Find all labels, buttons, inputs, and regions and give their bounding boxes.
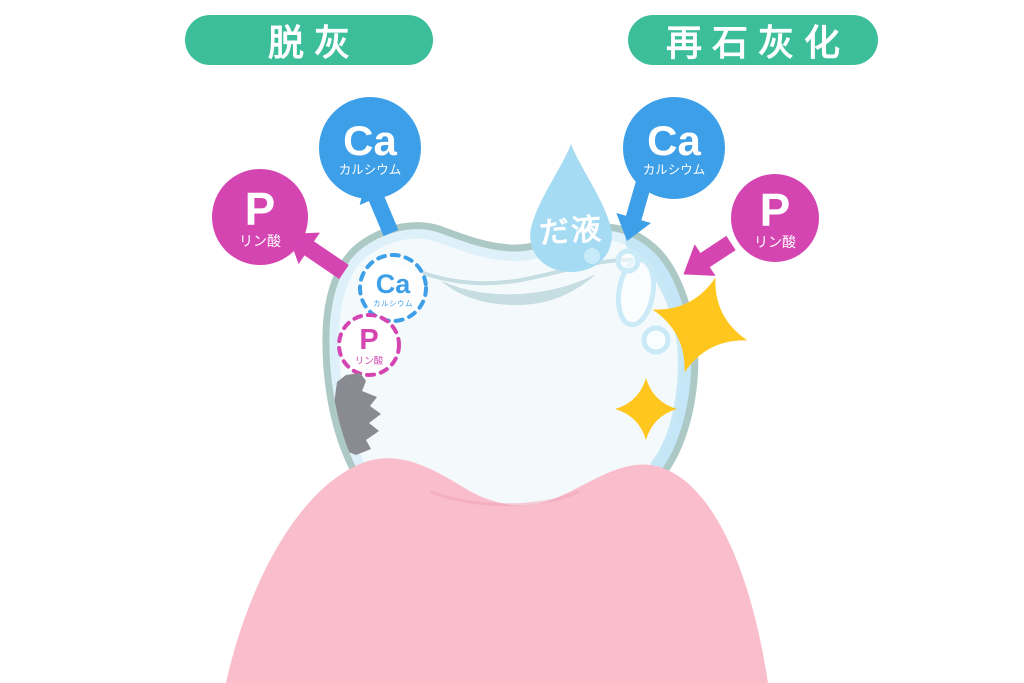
cavity-spot [334,373,381,455]
calcium-symbol: Ca [647,116,701,164]
phosphate-in-arrow [683,235,736,276]
calcium-symbol: Ca [343,116,397,164]
demineralization-badge: 脱灰 [185,15,433,65]
calcium-name: カルシウム [373,298,413,308]
phosphate-circle-left: P リン酸 [212,169,308,265]
shine-bubbles-icon [615,248,671,355]
saliva-label: だ液 [538,212,605,251]
calcium-dashed-label: Ca カルシウム [360,266,426,312]
gum-icon [226,458,768,683]
calcium-circle-right: Ca カルシウム [623,97,725,199]
phosphate-symbol: P [244,183,276,235]
phosphate-dashed-circle [337,313,401,377]
phosphate-symbol: P [359,323,379,356]
occlusal-groove [440,274,596,306]
phosphate-out-arrow [287,232,349,280]
calcium-name: カルシウム [338,162,402,177]
phosphate-name: リン酸 [354,355,384,367]
phosphate-symbol: P [759,184,791,236]
phosphate-name: リン酸 [239,233,281,249]
demineralization-badge-label: 脱灰 [267,22,360,63]
calcium-name: カルシウム [642,162,706,177]
sparkle-small-icon [615,378,677,440]
occlusal-line [390,257,638,286]
calcium-symbol: Ca [375,268,411,299]
remineralization-badge: 再石灰化 [628,15,878,65]
calcium-circle-left: Ca カルシウム [319,97,421,199]
phosphate-circle-right: P リン酸 [731,174,819,262]
sparkle-large-icon [652,277,748,373]
calcium-dashed-circle [358,253,428,323]
phosphate-dashed-label: P リン酸 [339,324,399,368]
remineralization-badge-label: 再石灰化 [665,22,850,63]
phosphate-name: リン酸 [754,234,796,250]
saliva-droplet-icon [530,144,612,272]
